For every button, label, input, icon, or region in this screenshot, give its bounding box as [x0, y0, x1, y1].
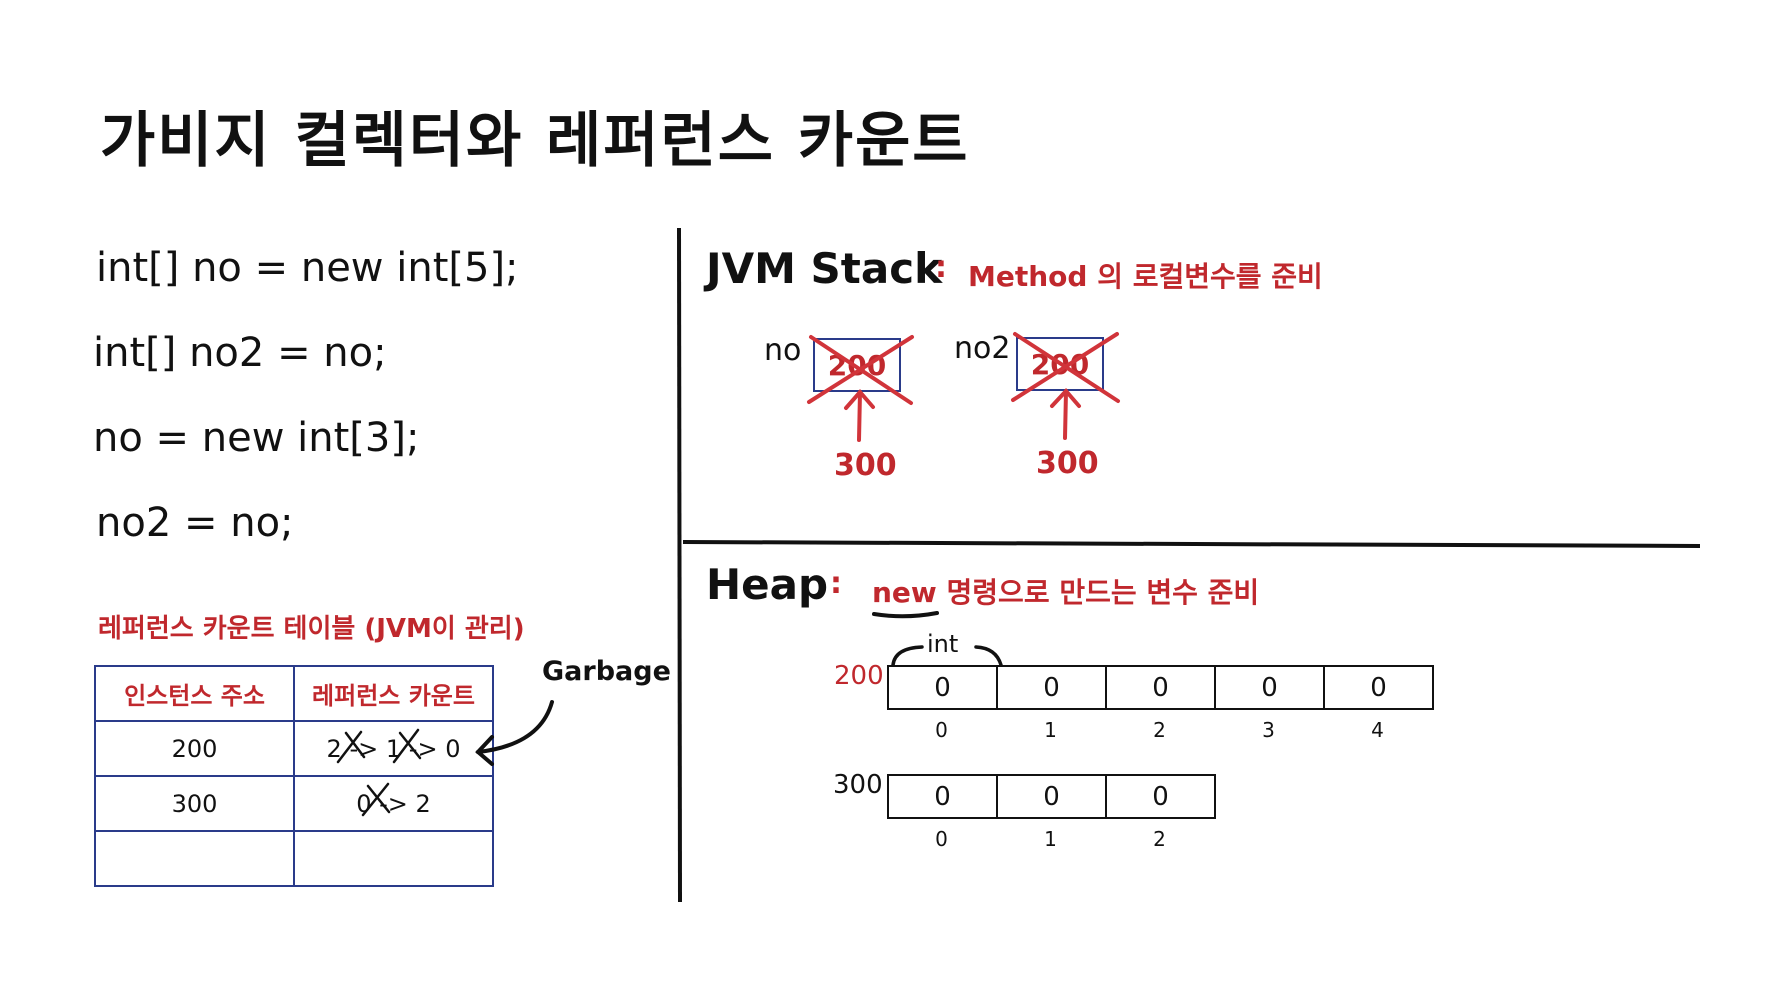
- array-200-indices: 0 1 2 3 4: [887, 718, 1432, 742]
- code-line-3: no = new int[3];: [93, 415, 420, 461]
- count-cross-icon: [336, 728, 422, 764]
- var-no-up-arrow-icon: [844, 388, 875, 442]
- stack-description: Method 의 로컬변수를 준비: [968, 260, 1323, 293]
- header-ref-count: 레퍼런스 카운트: [293, 665, 494, 722]
- array-cell: 0: [1105, 774, 1216, 819]
- horizontal-divider: [682, 540, 1701, 548]
- array-index: 2: [1153, 827, 1166, 851]
- heap-description: new 명령으로 만드는 변수 준비: [872, 576, 1260, 609]
- array-300: 0 0 0: [887, 774, 1216, 819]
- jvm-stack-title: JVM Stack: [706, 244, 943, 293]
- array-cell: 0: [1323, 665, 1434, 710]
- old-count: 2: [326, 734, 342, 763]
- garbage-arrow-icon: [475, 700, 554, 766]
- int-brace-icon: [891, 645, 1003, 667]
- new-count: 0: [445, 734, 461, 763]
- header-instance-address: 인스턴스 주소: [94, 665, 295, 722]
- array-index: 1: [1044, 718, 1057, 742]
- table-header-row: 인스턴스 주소 레퍼런스 카운트: [94, 665, 494, 722]
- cell-ref-count: 0 -> 2: [293, 775, 494, 832]
- array-200-address: 200: [834, 661, 884, 691]
- array-300-indices: 0 1 2: [887, 827, 1214, 851]
- stack-colon: :: [935, 250, 947, 285]
- arrow: ->: [379, 789, 408, 818]
- table-row: [94, 830, 494, 887]
- cell-address: [94, 830, 295, 887]
- cell-ref-count: [293, 830, 494, 887]
- var-no-new-value: 300: [834, 448, 897, 483]
- code-line-4: no2 = no;: [96, 500, 294, 546]
- heap-colon: :: [830, 566, 842, 601]
- array-index: 0: [935, 827, 948, 851]
- array-index: 1: [1044, 827, 1057, 851]
- table-row: 200 2 -> 1 -> 0: [94, 720, 494, 777]
- cell-address: 300: [94, 775, 295, 832]
- var-no-label: no: [764, 333, 802, 368]
- vertical-divider: [677, 227, 682, 903]
- array-300-address: 300: [833, 770, 883, 800]
- heap-title: Heap: [706, 560, 829, 609]
- count-cross-icon: [361, 782, 391, 817]
- var-no2-new-value: 300: [1036, 446, 1099, 481]
- var-no2-up-arrow-icon: [1050, 388, 1081, 440]
- array-index: 0: [935, 718, 948, 742]
- array-200: 0 0 0 0 0: [887, 665, 1434, 710]
- ref-count-table: 인스턴스 주소 레퍼런스 카운트 200 2 -> 1 -> 0 300 0 -…: [94, 665, 494, 887]
- array-index: 2: [1153, 718, 1166, 742]
- ref-table-title: 레퍼런스 카운트 테이블 (JVM이 관리): [98, 614, 525, 644]
- var-no-cross-icon: [807, 335, 914, 405]
- page-title: 가비지 컬렉터와 레퍼런스 카운트: [100, 106, 970, 176]
- code-line-2: int[] no2 = no;: [93, 330, 387, 376]
- array-index: 3: [1262, 718, 1275, 742]
- code-line-1: int[] no = new int[5];: [96, 245, 519, 291]
- int-type-label: int: [927, 630, 959, 658]
- new-count: 2: [415, 789, 431, 818]
- new-underline: [872, 611, 939, 619]
- var-no2-cross-icon: [1011, 332, 1120, 403]
- table-row: 300 0 -> 2: [94, 775, 494, 832]
- array-index: 4: [1371, 718, 1384, 742]
- var-no2-label: no2: [954, 331, 1011, 366]
- cell-address: 200: [94, 720, 295, 777]
- garbage-label: Garbage: [542, 656, 671, 687]
